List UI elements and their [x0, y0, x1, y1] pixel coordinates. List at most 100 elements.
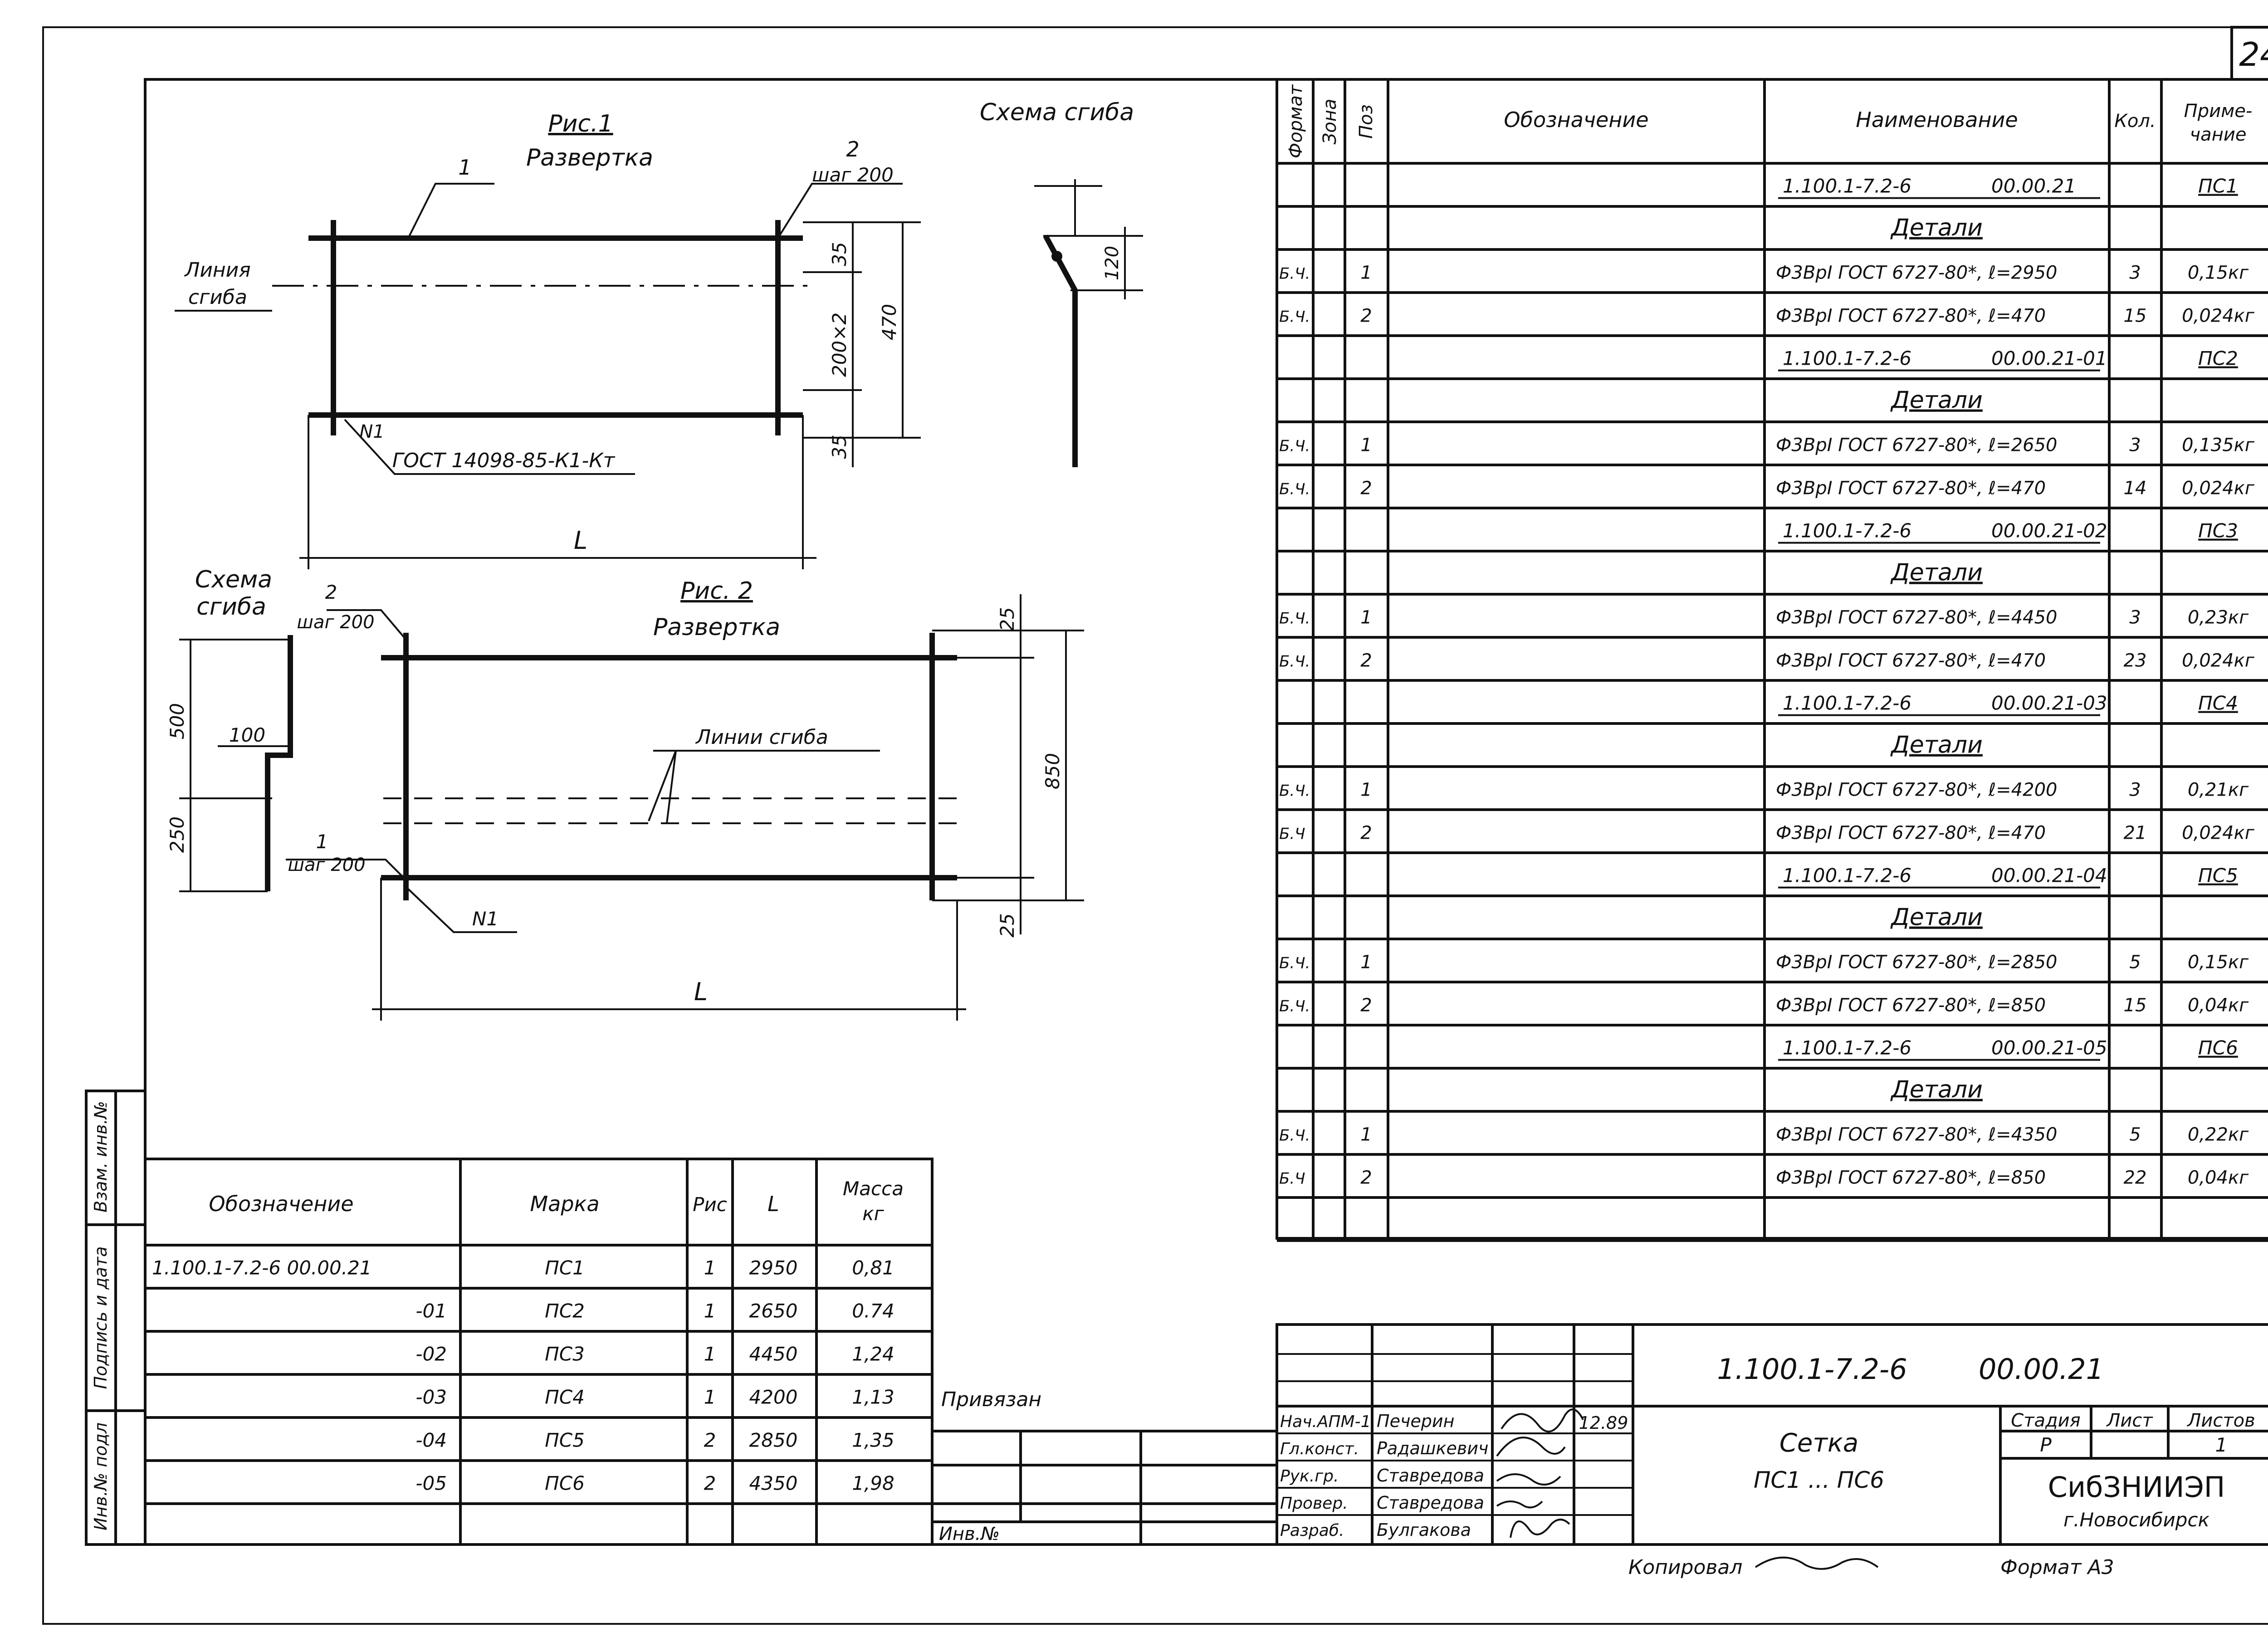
outer-frame — [42, 26, 2268, 1625]
spec-row-qty: 15 — [2124, 995, 2147, 1016]
title-person: Печерин — [1377, 1411, 1454, 1431]
signature-4 — [1496, 1500, 1543, 1509]
spec-row-doc-code: 00.00.21-05 — [1991, 1037, 2107, 1059]
marks-row-fig: 1 — [704, 1386, 716, 1408]
marks-header-fig: Рис — [693, 1193, 727, 1216]
spec-row-qty: 15 — [2124, 306, 2147, 327]
fig1-bend-line-l1: Линия — [184, 259, 251, 282]
title-role: Рук.гр. — [1280, 1467, 1339, 1486]
side-stamp-vzam: Взам. инв.№ — [91, 1101, 111, 1212]
title-stage-label: Стадия — [2011, 1410, 2080, 1431]
spec-row-doc-code: 00.00.21 — [1991, 175, 2076, 197]
spec-row-qty: 3 — [2129, 607, 2141, 628]
title-person: Ставредова — [1377, 1466, 1484, 1486]
spec-row-format: Б.Ч. — [1279, 610, 1310, 628]
spec-row-note: 0,15кг — [2188, 263, 2249, 283]
spec-row-doc-note: ПС1 — [2198, 175, 2238, 197]
fig2-dim-850: 850 — [1041, 753, 1064, 789]
marks-row-fig: 1 — [704, 1343, 716, 1365]
spec-row-doc: 1.100.1-7.2-6 — [1783, 865, 1911, 887]
title-role: Провер. — [1280, 1494, 1348, 1513]
spec-row-pos: 1 — [1360, 1124, 1372, 1145]
marks-row-mass: 1,98 — [852, 1472, 894, 1495]
marks-row-designation: -01 — [415, 1300, 447, 1322]
fig1-dim-200x2: 200×2 — [828, 313, 850, 377]
fig2-scheme-l2: сгиба — [196, 593, 266, 621]
spec-row-doc-code: 00.00.21-04 — [1991, 865, 2107, 887]
spec-row-doc-code: 00.00.21-03 — [1991, 692, 2107, 714]
fig2-dim-100: 100 — [229, 724, 265, 746]
fig1-step-label: шаг 200 — [812, 164, 894, 186]
figure-2: Схема сгиба Рис. 2 Развертка 500 100 250… — [166, 566, 1084, 1021]
title-name-l1: Сетка — [1779, 1428, 1858, 1458]
signature-3 — [1496, 1473, 1561, 1486]
marks-table: Обозначение Марка Рис L Масса кг 1.100.1… — [144, 1158, 934, 1546]
marks-header-mark: Марка — [530, 1192, 599, 1216]
marks-row-length: 4200 — [749, 1386, 798, 1408]
spec-row-format: Б.Ч. — [1279, 480, 1310, 499]
title-block: 1.100.1-7.2-6 00.00.21 Сетка ПС1 ... ПС6… — [1276, 1323, 2268, 1546]
fig1-dim-35-bottom: 35 — [828, 435, 850, 459]
spec-header-designation: Обозначение — [1504, 108, 1648, 132]
spec-header-qty: Кол. — [2114, 111, 2156, 132]
title-doc-number: 1.100.1-7.2-6 — [1717, 1353, 1907, 1386]
copied-label: Копировал — [1628, 1556, 1742, 1579]
spec-row-qty: 21 — [2124, 823, 2147, 844]
fig2-scheme-l1: Схема — [195, 566, 272, 593]
fig1-dim-35-top: 35 — [828, 242, 850, 266]
marks-row-fig: 2 — [704, 1472, 716, 1495]
fig1-bend-line-l2: сгиба — [188, 286, 247, 309]
spec-row-doc-note: ПС2 — [2198, 347, 2238, 370]
spec-row-name: Ф3ВрI ГОСТ 6727-80*, ℓ=470 — [1776, 650, 2046, 671]
marks-row-length: 4450 — [749, 1343, 798, 1365]
spec-row-format: Б.Ч — [1279, 825, 1305, 843]
spec-row-section: Детали — [1890, 215, 1983, 242]
spec-table: Формат Зона Поз Обозначение Наименование… — [1276, 78, 2268, 1242]
spec-row-name: Ф3ВрI ГОСТ 6727-80*, ℓ=2650 — [1776, 435, 2057, 456]
spec-header-pos: Поз — [1356, 104, 1377, 139]
spec-row-qty: 5 — [2129, 952, 2141, 973]
marks-row-mass: 1,24 — [852, 1343, 894, 1365]
spec-row-name: Ф3ВрI ГОСТ 6727-80*, ℓ=470 — [1776, 478, 2046, 499]
marks-header-mass-l1: Масса — [843, 1178, 904, 1200]
spec-row-section: Детали — [1890, 559, 1983, 587]
marks-row-mark: ПС5 — [545, 1429, 585, 1452]
title-role: Гл.конст. — [1280, 1440, 1359, 1458]
spec-row-pos: 2 — [1360, 306, 1372, 327]
spec-row-note: 0,15кг — [2188, 952, 2249, 973]
spec-row-doc: 1.100.1-7.2-6 — [1783, 1037, 1911, 1059]
fig1-weld-mark: N1 — [359, 421, 384, 442]
spec-row-format: Б.Ч. — [1279, 308, 1310, 326]
spec-row-format: Б.Ч — [1279, 1170, 1305, 1188]
spec-header-format: Формат — [1286, 84, 1306, 158]
title-name-l2: ПС1 ... ПС6 — [1754, 1467, 1884, 1493]
marks-row-length: 2950 — [749, 1257, 798, 1279]
spec-row-note: 0,22кг — [2188, 1124, 2249, 1145]
fig2-length-label: L — [694, 978, 708, 1006]
spec-row-name: Ф3ВрI ГОСТ 6727-80*, ℓ=4350 — [1776, 1124, 2057, 1145]
spec-row-doc-code: 00.00.21-02 — [1991, 520, 2107, 542]
fig2-dim-500: 500 — [166, 703, 188, 739]
spec-row-name: Ф3ВрI ГОСТ 6727-80*, ℓ=2950 — [1776, 263, 2057, 283]
fig2-dim-25-top: 25 — [996, 607, 1018, 631]
spec-row-section: Детали — [1890, 1076, 1983, 1104]
spec-header-zone: Зона — [1320, 99, 1340, 145]
spec-row-note: 0,04кг — [2188, 1168, 2249, 1188]
spec-row-doc-note: ПС5 — [2198, 865, 2238, 887]
spec-row-doc-note: ПС3 — [2198, 520, 2238, 542]
marks-row-length: 2650 — [749, 1300, 798, 1322]
spec-row-pos: 1 — [1360, 435, 1372, 456]
spec-row-note: 0,23кг — [2188, 607, 2249, 628]
spec-row-format: Б.Ч. — [1279, 997, 1310, 1016]
fig1-weld-gost: ГОСТ 14098-85-К1-Кт — [392, 449, 616, 472]
signature-1 — [1501, 1408, 1584, 1432]
spec-row-name: Ф3ВрI ГОСТ 6727-80*, ℓ=850 — [1776, 995, 2046, 1016]
format-label: Формат А3 — [2000, 1556, 2114, 1579]
title-role: Нач.АПМ-1 — [1280, 1413, 1371, 1431]
spec-row-qty: 23 — [2124, 650, 2147, 671]
spec-row-qty: 3 — [2129, 780, 2141, 801]
marks-row-mark: ПС2 — [545, 1300, 585, 1322]
spec-row-doc: 1.100.1-7.2-6 — [1783, 520, 1911, 542]
fig1-pos1-label: 1 — [458, 155, 471, 180]
spec-row-doc-note: ПС4 — [2198, 692, 2238, 714]
